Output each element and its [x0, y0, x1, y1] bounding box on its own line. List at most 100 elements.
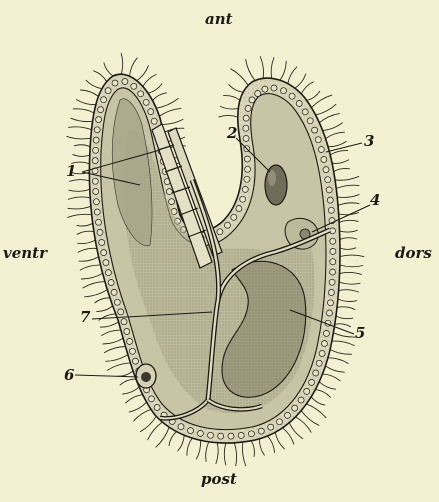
- ectoderm-cell: [92, 158, 98, 164]
- cilium: [77, 223, 93, 226]
- ectoderm-cell: [328, 207, 334, 213]
- label-6: 6: [64, 368, 74, 383]
- cilium: [153, 93, 167, 101]
- cilium: [242, 442, 245, 466]
- ectoderm-cell: [103, 260, 109, 266]
- ectoderm-cell: [326, 310, 332, 316]
- cilium: [315, 389, 330, 397]
- cilium: [323, 123, 343, 131]
- cilium: [100, 322, 118, 327]
- cilium: [78, 248, 97, 252]
- ectoderm-cell: [151, 118, 157, 124]
- cilium: [311, 397, 325, 405]
- ectoderm-cell: [118, 309, 124, 315]
- cilium: [283, 428, 294, 444]
- cilium: [69, 189, 90, 191]
- cilium: [97, 306, 113, 312]
- organ-6-center: [141, 372, 151, 382]
- cilium: [332, 341, 355, 346]
- ectoderm-cell: [298, 397, 304, 403]
- cilium: [108, 363, 131, 370]
- cilium: [74, 145, 90, 147]
- ectoderm-cell: [127, 338, 133, 344]
- ectoderm-cell: [262, 86, 268, 92]
- ectoderm-cell: [148, 109, 154, 115]
- cilium: [78, 240, 96, 243]
- ectoderm-cell: [258, 428, 264, 434]
- cilium: [68, 206, 91, 209]
- cilium: [259, 439, 264, 455]
- cilium: [106, 355, 128, 362]
- cilium: [86, 80, 102, 89]
- cilium: [216, 443, 218, 464]
- ectoderm-cell: [98, 107, 104, 113]
- ectoderm-cell: [93, 189, 99, 195]
- ectoderm-cell: [92, 178, 98, 184]
- ectoderm-cell: [97, 229, 103, 235]
- ectoderm-cell: [242, 186, 248, 192]
- cilium: [83, 282, 105, 288]
- ectoderm-cell: [313, 370, 319, 376]
- ectoderm-cell: [285, 412, 291, 418]
- cilium: [118, 371, 133, 376]
- label-posterior: post: [201, 472, 237, 487]
- ectoderm-cell: [225, 222, 231, 228]
- ectoderm-cell: [326, 187, 332, 193]
- ectoderm-cell: [330, 259, 336, 265]
- cilium: [178, 435, 185, 451]
- cilium: [307, 91, 320, 100]
- ectoderm-cell: [105, 88, 111, 94]
- label-4: 4: [370, 193, 380, 208]
- cilium: [224, 443, 226, 465]
- cilium: [94, 71, 107, 82]
- cilium: [268, 436, 275, 453]
- ectoderm-cell: [188, 428, 194, 434]
- ectoderm-cell: [96, 117, 102, 123]
- cilium: [231, 69, 248, 86]
- cilium: [326, 132, 345, 138]
- ectoderm-cell: [231, 214, 237, 220]
- cilium: [328, 141, 346, 146]
- ectoderm-cell: [296, 101, 302, 107]
- ectoderm-cell: [94, 127, 100, 133]
- cilium: [71, 118, 93, 121]
- cilium: [246, 60, 255, 81]
- cilium: [67, 136, 91, 139]
- ectoderm-cell: [124, 329, 130, 335]
- ectoderm-cell: [236, 206, 242, 212]
- ectoderm-cell: [178, 424, 184, 430]
- ectoderm-cell: [94, 209, 100, 215]
- ectoderm-cell: [93, 199, 99, 205]
- cilium: [334, 168, 350, 171]
- cilium: [103, 338, 123, 344]
- cilium: [129, 402, 146, 412]
- cilium: [340, 255, 364, 257]
- cilium: [126, 395, 143, 403]
- cilium: [123, 387, 140, 394]
- ectoderm-cell: [197, 430, 203, 436]
- cilium: [275, 432, 284, 449]
- cilium: [319, 114, 339, 123]
- cilium: [289, 423, 303, 439]
- cilium: [121, 53, 123, 74]
- ectoderm-cell: [312, 127, 318, 133]
- ectoderm-cell: [238, 432, 244, 438]
- cilium: [77, 231, 94, 234]
- cilium: [229, 85, 243, 93]
- cilium: [143, 75, 156, 87]
- ectoderm-cell: [289, 93, 295, 99]
- cilium: [339, 290, 359, 292]
- cilium: [288, 67, 297, 84]
- cilium: [301, 82, 313, 94]
- cilium: [319, 382, 335, 389]
- label-1: 1: [66, 164, 76, 179]
- label-2: 2: [227, 126, 237, 141]
- cilium: [80, 265, 100, 270]
- ectoderm-cell: [217, 229, 223, 235]
- cilium: [340, 230, 358, 232]
- cilium: [73, 109, 94, 113]
- cilium: [332, 160, 349, 164]
- label-3: 3: [364, 134, 374, 149]
- cilium: [95, 298, 110, 303]
- cilium: [271, 58, 274, 79]
